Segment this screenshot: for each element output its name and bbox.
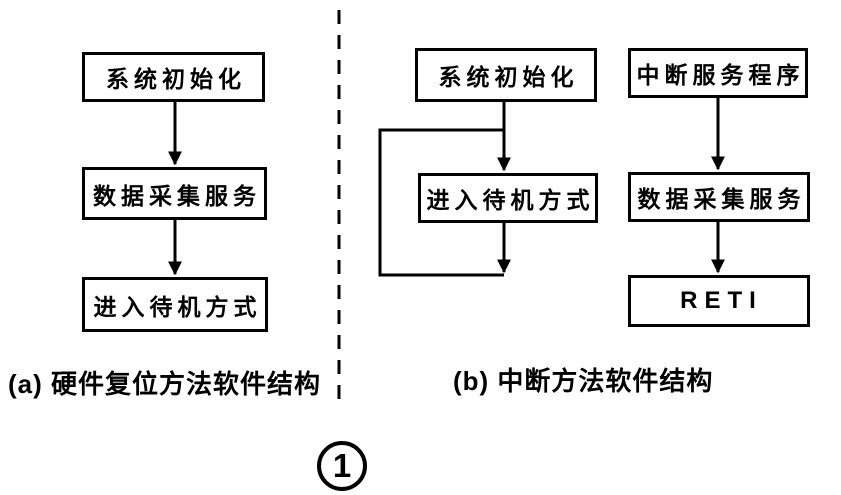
flow-box-a-system-init: 系统初始化 [82, 52, 265, 102]
flow-box-b-data-acquisition-service: 数据采集服务 [628, 172, 810, 222]
flow-box-b-enter-standby-mode: 进入待机方式 [418, 173, 598, 223]
flow-box-a-enter-standby-mode: 进入待机方式 [82, 277, 268, 332]
circled-number-marker: 1 [317, 441, 367, 491]
caption-panel-a: (a) 硬件复位方法软件结构 [8, 369, 322, 399]
flow-box-a-data-acquisition-service: 数据采集服务 [82, 167, 267, 220]
caption-panel-b: (b) 中断方法软件结构 [453, 366, 714, 396]
flow-box-b-interrupt-service-routine: 中断服务程序 [628, 48, 808, 98]
flow-box-b-reti: RETI [628, 275, 810, 327]
loop-back-line [378, 128, 504, 277]
flow-box-b-system-init: 系统初始化 [415, 48, 597, 102]
